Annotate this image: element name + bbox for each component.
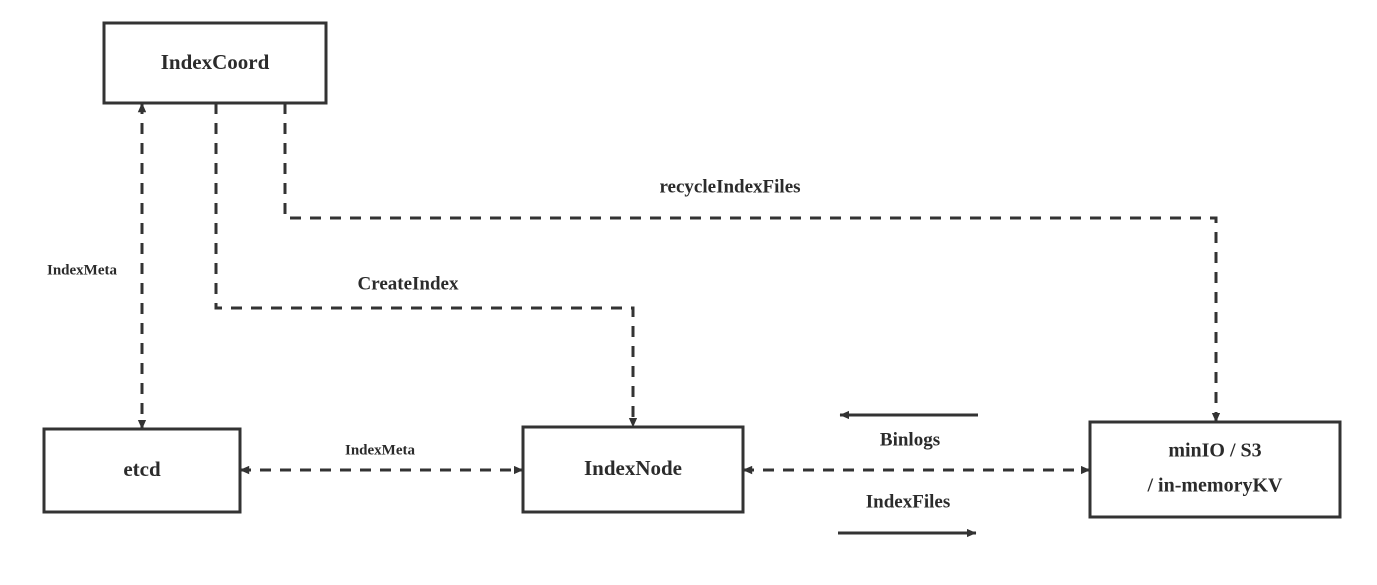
edge-label-indexmeta-mid: IndexMeta [345, 442, 415, 458]
edge-indexcoord-minio: recycleIndexFiles [283, 103, 1221, 423]
node-indexnode-label: IndexNode [584, 456, 682, 480]
edge-label-binlogs: Binlogs [880, 429, 940, 450]
node-minio-label-line2: / in-memoryKV [1147, 475, 1284, 497]
node-indexcoord[interactable]: IndexCoord [102, 21, 328, 105]
node-minio[interactable]: minIO / S3 / in-memoryKV [1088, 420, 1342, 519]
node-indexcoord-label: IndexCoord [161, 50, 270, 74]
node-etcd[interactable]: etcd [42, 427, 242, 514]
node-minio-box[interactable] [1088, 420, 1342, 519]
node-indexcoord-box[interactable] [102, 21, 328, 105]
edge-label-createindex: CreateIndex [358, 273, 459, 294]
node-indexnode-box[interactable] [521, 425, 745, 514]
edge-label-recycleindexfiles: recycleIndexFiles [659, 176, 800, 197]
edge-etcd-indexnode: IndexMeta [239, 442, 524, 475]
edge-label-indexfiles: IndexFiles [866, 491, 950, 512]
node-minio-label-line1: minIO / S3 [1168, 440, 1261, 462]
node-etcd-box[interactable] [42, 427, 242, 514]
edge-indexcoord-etcd: IndexMeta [47, 102, 147, 430]
edge-line-createindex [214, 103, 638, 428]
edge-line-recycleindexfiles [283, 103, 1221, 423]
node-etcd-label: etcd [123, 457, 161, 481]
edge-binlogs: Binlogs [839, 410, 978, 450]
node-indexnode[interactable]: IndexNode [521, 425, 745, 514]
edge-indexfiles: IndexFiles [838, 491, 977, 538]
edge-indexcoord-indexnode: CreateIndex [214, 103, 638, 428]
edge-label-indexmeta-left: IndexMeta [47, 262, 117, 278]
